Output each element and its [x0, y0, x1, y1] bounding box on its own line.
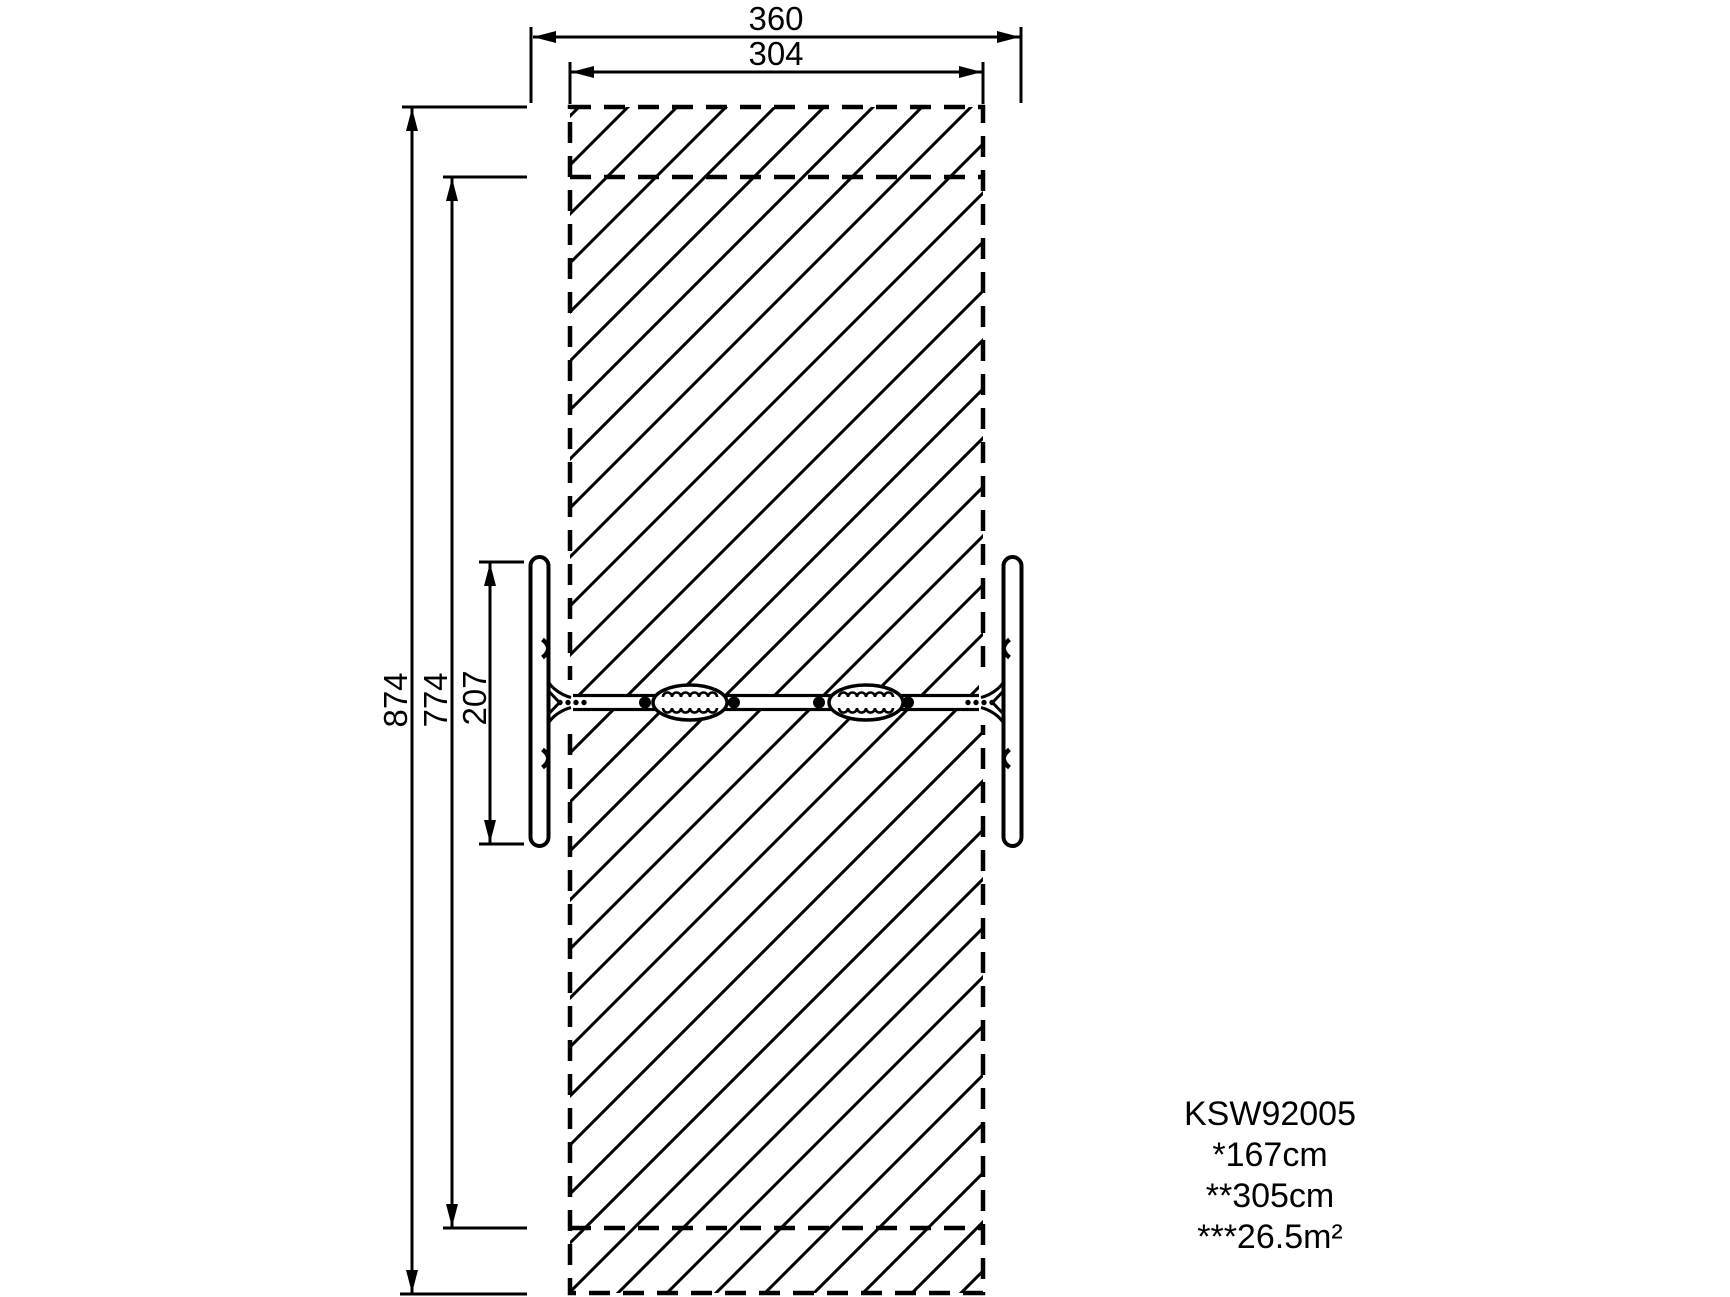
- arrowhead-left: [571, 66, 594, 78]
- dimension-774: [443, 175, 527, 1230]
- arrowhead-top: [406, 108, 418, 131]
- swing-frame-top-view: [528, 555, 1024, 848]
- arrowhead-left: [533, 31, 556, 43]
- beam-end-bolt-dots: [557, 699, 995, 706]
- leg-capsule: [528, 555, 551, 848]
- swing-leg-left: [528, 555, 551, 848]
- arrowhead-right: [959, 66, 982, 78]
- arrowhead-bottom: [484, 820, 496, 843]
- leg-clamp-lower: [1001, 747, 1011, 770]
- attachment-dot: [639, 696, 651, 709]
- swing-beam: [553, 693, 999, 712]
- seat-attachment-dots: [639, 696, 914, 709]
- dimension-874: [400, 105, 527, 1296]
- seat-scallop-top: [661, 691, 719, 698]
- arrowhead-right: [997, 31, 1020, 43]
- info-block: KSW92005 *167cm **305cm ***26.5m²: [1184, 1095, 1356, 1256]
- swing-seat-right: [827, 683, 905, 722]
- seat-outline: [827, 683, 905, 722]
- arrowhead-top: [446, 178, 458, 201]
- seat-outline: [651, 683, 729, 722]
- leg-capsule: [1001, 555, 1024, 848]
- swing-seat-left: [651, 683, 729, 722]
- arrowhead-top: [484, 563, 496, 586]
- info-line-area: ***26.5m²: [1197, 1218, 1343, 1256]
- seat-scallop-bottom: [661, 707, 719, 714]
- info-line-width: **305cm: [1206, 1177, 1335, 1215]
- product-code: KSW92005: [1184, 1095, 1356, 1133]
- dimension-207: [479, 560, 524, 846]
- dimension-360: [529, 27, 1023, 103]
- arrowhead-bottom: [406, 1270, 418, 1293]
- dimension-label-207: 207: [456, 670, 493, 725]
- dimension-label-774: 774: [417, 672, 454, 727]
- dimension-label-874: 874: [377, 672, 414, 727]
- dimension-label-360: 360: [748, 0, 803, 37]
- attachment-dot: [813, 696, 825, 709]
- swing-leg-right: [1001, 555, 1024, 848]
- dimension-label-304: 304: [748, 35, 803, 72]
- seat-scallop-bottom: [837, 707, 895, 714]
- attachment-dot: [728, 696, 740, 709]
- seat-scallop-top: [837, 691, 895, 698]
- leg-clamp-lower: [541, 747, 551, 770]
- attachment-dot: [902, 696, 914, 709]
- info-line-height: *167cm: [1212, 1136, 1327, 1174]
- leg-clamp-upper: [1001, 637, 1011, 660]
- arrowhead-bottom: [446, 1204, 458, 1227]
- dimension-304: [568, 62, 985, 104]
- leg-clamp-upper: [541, 637, 551, 660]
